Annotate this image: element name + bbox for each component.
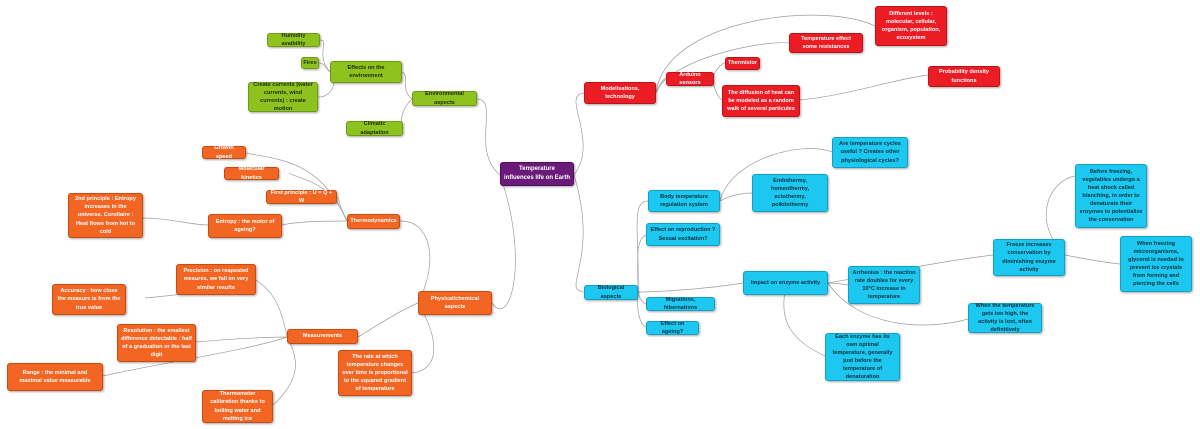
entropy-node[interactable]: Entropy : the motor of ageing? xyxy=(208,214,282,238)
growth-speed-node[interactable]: Growth speed xyxy=(202,145,246,160)
first-principle-node[interactable]: First principle : U = Q + W xyxy=(266,190,337,204)
environmental-aspects-node[interactable]: Environmental aspects xyxy=(412,91,477,106)
diffusion-node[interactable]: The diffusion of heat can be modeled as … xyxy=(722,85,800,117)
calibration-node[interactable]: Thermometer calibration thanks to boilin… xyxy=(202,390,273,423)
modelisations-node[interactable]: Modelisations, technology xyxy=(584,82,656,104)
body-temperature-node[interactable]: Body temperature regulation system xyxy=(648,190,720,212)
range-node[interactable]: Range : the minimal and maximal value me… xyxy=(7,363,103,391)
too-high-node[interactable]: When the temperature gets too high, the … xyxy=(968,303,1042,333)
glycerol-node[interactable]: When freezing microorganisms, glycerol i… xyxy=(1120,236,1192,292)
thermistor-node[interactable]: Thermistor xyxy=(725,57,760,70)
thermodynamics-node[interactable]: Thermodynamics xyxy=(347,214,400,229)
fires-node[interactable]: Fires xyxy=(301,57,319,69)
thermy-types-node[interactable]: Endothermy, homeothermy, ectothermy, poi… xyxy=(752,174,828,212)
arrhenius-node[interactable]: Arrhenius : the reaction rate doubles fo… xyxy=(848,266,920,304)
precision-node[interactable]: Precision : on reapeated mesures, we fal… xyxy=(176,264,256,295)
migrations-node[interactable]: Migrations, hibernations xyxy=(646,297,715,311)
enzyme-activity-node[interactable]: Impact on enzyme activity xyxy=(743,271,828,295)
humidity-node[interactable]: Humidity avaibility xyxy=(267,33,320,47)
optimal-temperature-node[interactable]: Each enzyme has its own optimal temperat… xyxy=(825,333,900,381)
temperature-cycles-node[interactable]: Are temperature cycles useful ? Creates … xyxy=(832,137,908,168)
effects-environment-node[interactable]: Effects on the environment xyxy=(330,61,402,83)
second-principle-node[interactable]: 2nd principle : Entropy increases in the… xyxy=(68,193,143,238)
measurements-node[interactable]: Measurements xyxy=(287,329,358,344)
currents-node[interactable]: Create currents (water currents, wind cu… xyxy=(248,82,318,112)
root-node[interactable]: Temperature influences life on Earth xyxy=(500,162,574,186)
resolution-node[interactable]: Resolution : the smallest difference det… xyxy=(117,324,196,362)
probability-node[interactable]: Probability density functions xyxy=(928,66,1000,87)
freeze-conservation-node[interactable]: Freeze increases conservation by diminis… xyxy=(993,239,1065,276)
accuracy-node[interactable]: Accuracy : how close the measure is from… xyxy=(52,284,126,315)
biological-aspects-node[interactable]: Biological aspects xyxy=(584,285,638,300)
climatic-adaptation-node[interactable]: Climatic adaptation xyxy=(346,121,403,136)
resistances-node[interactable]: Temperature effect some resistances xyxy=(789,33,863,53)
arduino-sensors-node[interactable]: Arduino sensors xyxy=(666,72,714,86)
heat-rate-node[interactable]: The rate at which temperature changes ov… xyxy=(338,350,412,396)
blanching-node[interactable]: Before freezing, vegetables undergo a he… xyxy=(1075,164,1147,228)
physical-chemical-node[interactable]: Physical/chemical aspects xyxy=(418,291,492,315)
levels-node[interactable]: Different levels : molecular, cellular, … xyxy=(875,6,947,46)
molecular-kinetics-node[interactable]: Molecular kinetics xyxy=(224,166,279,181)
reproduction-node[interactable]: Effect on reproduction ? Sexual excitati… xyxy=(646,223,720,246)
ageing-node[interactable]: Effect on ageing? xyxy=(646,321,699,335)
